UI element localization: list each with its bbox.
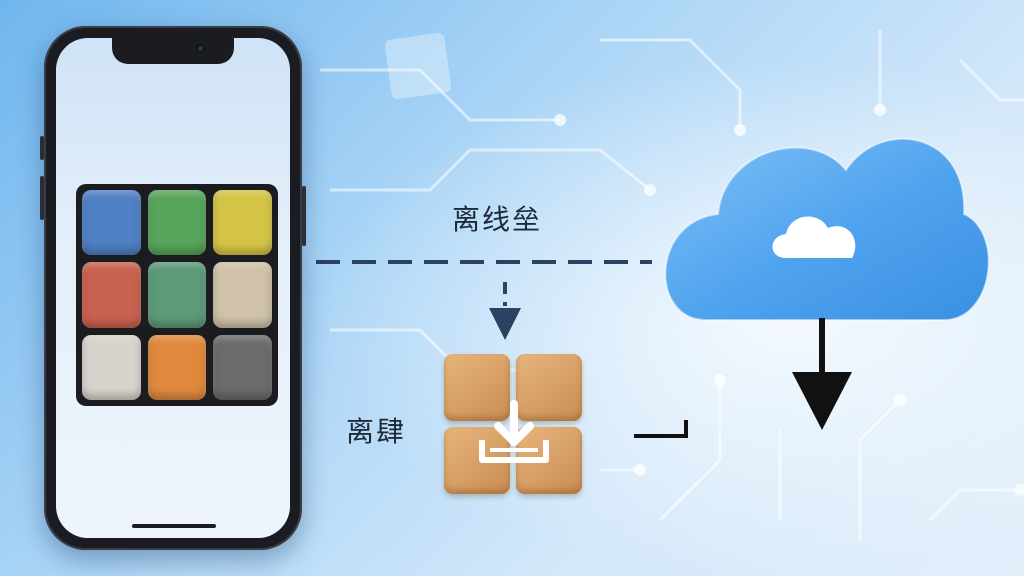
home-indicator	[132, 524, 216, 528]
download-label: 离肆	[346, 415, 407, 448]
tile-beige	[213, 262, 272, 328]
cloud-icon	[664, 137, 990, 321]
tile-orange	[147, 334, 207, 400]
tile-yellow	[213, 190, 272, 256]
down-arrow-icon	[792, 318, 852, 430]
tile-teal	[147, 262, 207, 328]
download-icon	[479, 400, 549, 463]
tile-gray	[213, 334, 272, 400]
camera-icon	[196, 44, 205, 53]
color-tile-grid	[76, 184, 278, 406]
smartphone	[40, 26, 306, 550]
tile-green	[147, 190, 207, 256]
tile-red	[82, 262, 141, 328]
download-package-icon	[444, 354, 582, 494]
tile-white	[82, 334, 141, 400]
phone-notch	[112, 38, 234, 64]
phone-screen	[56, 38, 290, 538]
offline-label: 离线垒	[452, 203, 543, 236]
tile-blue	[82, 190, 141, 256]
